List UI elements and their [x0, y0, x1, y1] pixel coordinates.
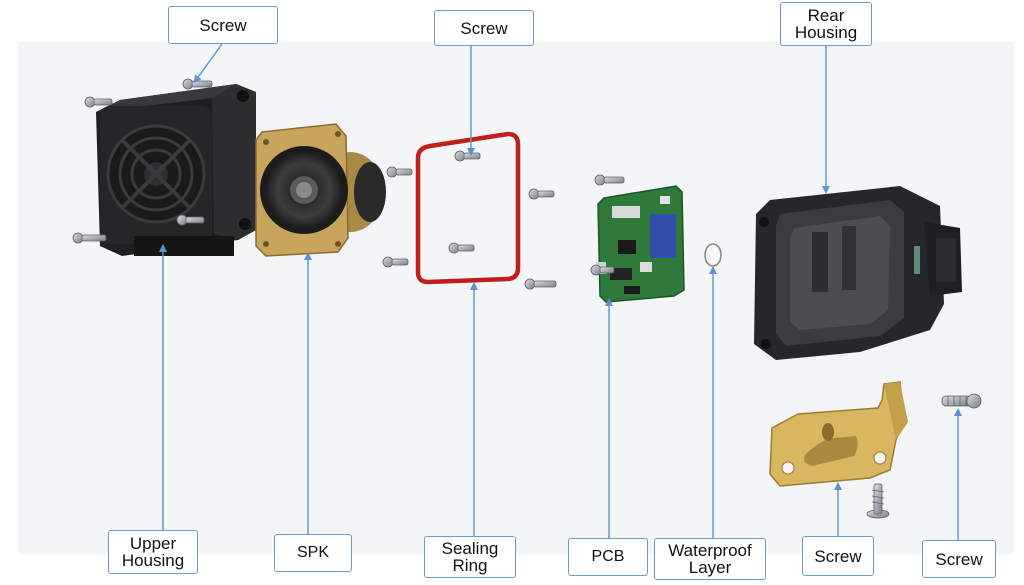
- label-screw-bottom-bracket: Screw: [802, 536, 874, 576]
- speaker-part: [255, 123, 386, 257]
- label-waterproof-layer: Waterproof Layer: [654, 538, 766, 580]
- label-sealing-ring: Sealing Ring: [424, 536, 516, 578]
- label-upper-housing: Upper Housing: [108, 530, 198, 574]
- screw-upper-bottom: [72, 232, 107, 244]
- screw-bracket-vertical: [866, 483, 890, 519]
- label-pcb: PCB: [568, 538, 648, 576]
- screw-upper-top: [182, 78, 213, 90]
- screw-ring-middle: [448, 242, 475, 254]
- label-rear-housing: Rear Housing: [780, 2, 872, 46]
- arrow-screw-top-left: [193, 43, 223, 84]
- screw-pcb-bottom: [524, 278, 557, 290]
- label-screw-bottom-right: Screw: [922, 540, 996, 578]
- screw-spk-top: [386, 166, 413, 178]
- label-spk: SPK: [274, 534, 352, 572]
- label-screw-top-middle: Screw: [434, 10, 534, 46]
- pcb-part: [596, 185, 685, 303]
- sealing-ring-part: [415, 131, 521, 285]
- screw-spk-bottom: [382, 256, 409, 268]
- waterproof-layer-part: [704, 243, 722, 267]
- screw-upper-front: [176, 214, 205, 226]
- label-screw-top-left: Screw: [168, 6, 278, 44]
- upper-housing-part: [96, 84, 256, 256]
- screw-hardware: [72, 78, 982, 519]
- screw-pcb-side: [590, 264, 615, 276]
- rear-housing-part: [754, 186, 962, 360]
- screw-pcb-top: [528, 188, 555, 200]
- screw-pcb-upper: [594, 174, 625, 186]
- screw-loose-right: [941, 393, 982, 409]
- screw-upper-left: [84, 96, 113, 108]
- bracket-part: [769, 381, 908, 487]
- screw-ring-top: [454, 150, 481, 162]
